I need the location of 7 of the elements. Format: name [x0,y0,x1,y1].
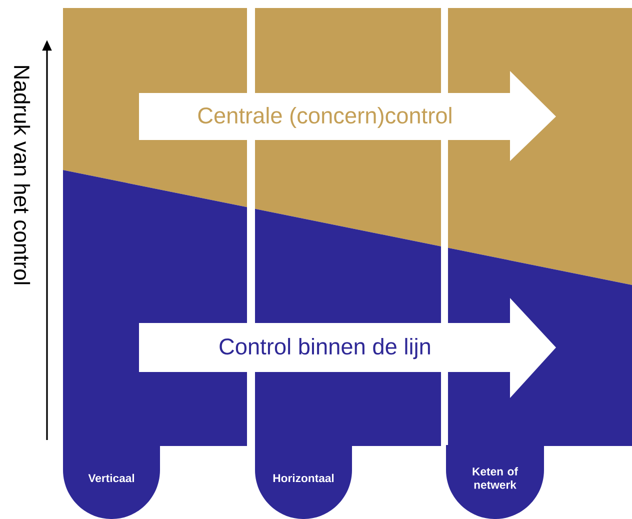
node-label: Horizontaal [273,474,334,482]
axis-label: Nadruk van het control [14,66,30,284]
node-label: Verticaal [88,474,134,482]
tab: Verticaal [63,445,160,519]
tab: Keten of netwerk [446,445,544,519]
node-label: Keten of netwerk [472,467,518,489]
tab: Horizontaal [255,445,352,519]
